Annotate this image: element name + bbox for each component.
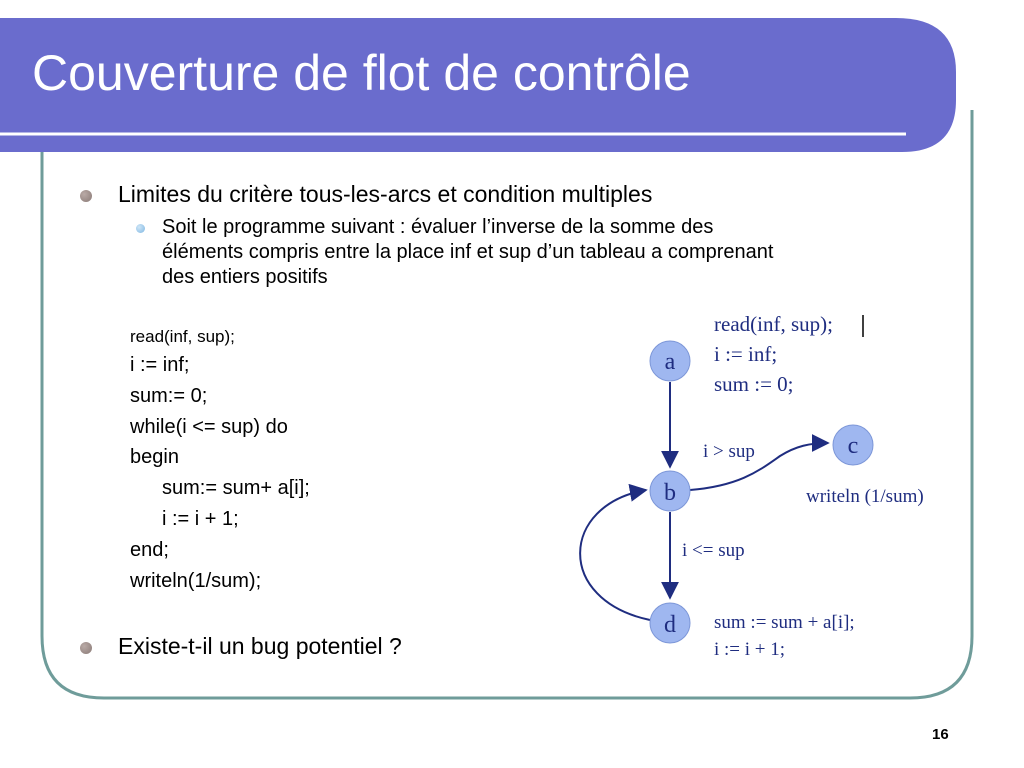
node-c: c bbox=[832, 424, 874, 466]
node-c-annotation: writeln (1/sum) bbox=[806, 486, 924, 507]
code-line: i := inf; bbox=[130, 354, 190, 376]
code-line: i := i + 1; bbox=[162, 508, 239, 530]
node-a-label: a bbox=[665, 349, 676, 375]
edge-b-to-d-label: i <= sup bbox=[682, 540, 745, 561]
bullet-dot-icon bbox=[80, 642, 92, 654]
bullet-limits: Limites du critère tous-les-arcs et cond… bbox=[118, 181, 653, 207]
code-line: writeln(1/sum); bbox=[130, 570, 262, 592]
code-line: read(inf, sup); bbox=[130, 327, 235, 346]
sub-bullet-line-1: Soit le programme suivant : évaluer l’in… bbox=[162, 216, 714, 238]
node-a: a bbox=[649, 340, 691, 382]
node-d-annotation-1: sum := sum + a[i]; bbox=[714, 612, 855, 633]
node-b-label: b bbox=[664, 480, 676, 506]
code-line: sum:= 0; bbox=[130, 385, 208, 407]
sub-bullet-line-2: éléments compris entre la place inf et s… bbox=[162, 241, 774, 263]
sub-bullet-dot-icon bbox=[136, 224, 145, 233]
edge-b-to-c bbox=[689, 434, 830, 491]
code-line: sum:= sum+ a[i]; bbox=[162, 477, 310, 499]
sub-bullet-line-3: des entiers positifs bbox=[162, 266, 328, 288]
title-band bbox=[0, 18, 956, 152]
bullet-dot-icon bbox=[80, 190, 92, 202]
node-c-label: c bbox=[848, 433, 859, 459]
node-d-label: d bbox=[664, 612, 676, 638]
code-line: begin bbox=[130, 446, 179, 468]
node-b: b bbox=[649, 470, 691, 512]
node-a-annotation-1: read(inf, sup); bbox=[714, 312, 833, 336]
node-d-annotation-2: i := i + 1; bbox=[714, 639, 785, 660]
node-a-annotation-2: i := inf; bbox=[714, 342, 777, 366]
edge-d-to-b bbox=[579, 483, 651, 621]
bullet-bug-question: Existe-t-il un bug potentiel ? bbox=[118, 633, 402, 659]
code-line: end; bbox=[130, 539, 169, 561]
node-d: d bbox=[649, 602, 691, 644]
slide-title: Couverture de flot de contrôle bbox=[32, 45, 691, 101]
edge-b-to-c-label: i > sup bbox=[703, 441, 755, 462]
node-a-annotation-3: sum := 0; bbox=[714, 372, 794, 396]
page-number: 16 bbox=[932, 726, 949, 743]
code-line: while(i <= sup) do bbox=[130, 416, 288, 438]
content-frame bbox=[40, 110, 974, 700]
